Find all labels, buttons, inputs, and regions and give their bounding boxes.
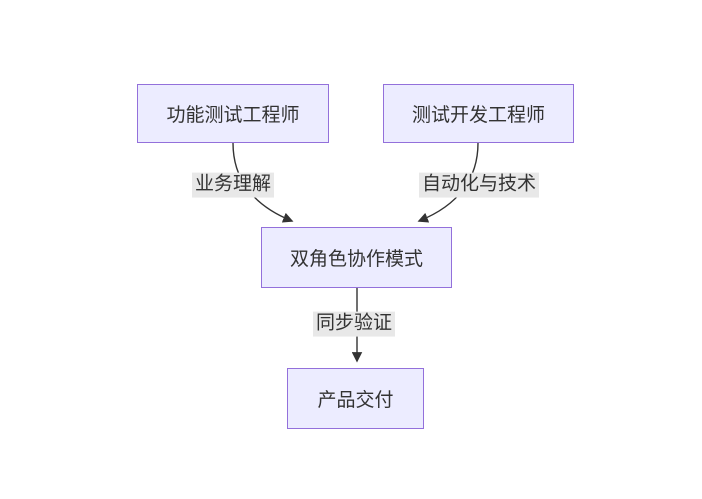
node-test-dev-engineer-label: 测试开发工程师 [411, 105, 545, 126]
node-product-delivery-label: 产品交付 [317, 390, 394, 411]
node-dual-role-collaboration: 双角色协作模式 [261, 227, 452, 288]
node-product-delivery: 产品交付 [287, 368, 424, 429]
edge-label-business-understanding: 业务理解 [191, 172, 275, 198]
node-functional-tester: 功能测试工程师 [137, 84, 329, 143]
node-functional-tester-label: 功能测试工程师 [166, 105, 300, 126]
node-dual-role-collaboration-label: 双角色协作模式 [289, 249, 423, 270]
node-test-dev-engineer: 测试开发工程师 [383, 84, 574, 143]
edge-label-sync-verification: 同步验证 [312, 311, 396, 337]
edge-label-automation-tech: 自动化与技术 [418, 172, 540, 198]
